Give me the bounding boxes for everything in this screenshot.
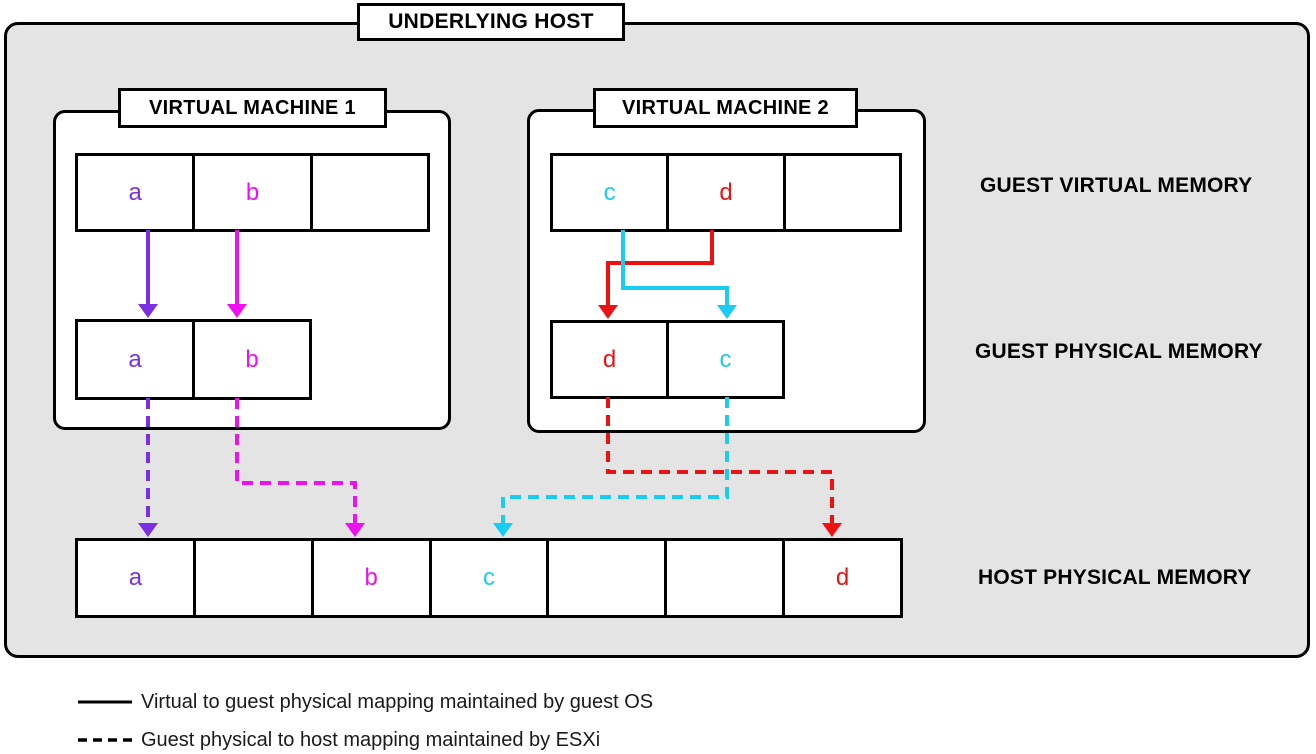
- vm1-guest-physical-row: a b: [75, 319, 312, 400]
- host-physical-row: a b c d: [75, 538, 903, 618]
- legend-dashed-line-icon: [78, 738, 132, 742]
- vm2-virtual-cell-d: d: [666, 156, 782, 229]
- underlying-host-title: UNDERLYING HOST: [357, 3, 625, 41]
- host-cell-empty-2: [546, 541, 664, 615]
- host-physical-memory-label: HOST PHYSICAL MEMORY: [978, 566, 1252, 589]
- vm2-guest-virtual-row: c d: [550, 153, 902, 232]
- guest-virtual-memory-label: GUEST VIRTUAL MEMORY: [980, 174, 1253, 197]
- host-cell-d: d: [782, 541, 900, 615]
- host-cell-empty-3: [664, 541, 782, 615]
- vm1-virtual-cell-b: b: [192, 156, 309, 229]
- vm1-guest-virtual-row: a b: [75, 153, 430, 232]
- legend-dashed-row: Guest physical to host mapping maintaine…: [78, 726, 600, 754]
- host-cell-b: b: [310, 541, 429, 615]
- vm2-physical-cell-d: d: [602, 345, 617, 373]
- vm1-physical-cell-b: b: [192, 322, 309, 397]
- host-cell-c: c: [428, 541, 547, 615]
- vm1-virtual-cell-a: a: [128, 178, 142, 206]
- vm2-virtual-cell-empty: [782, 156, 899, 229]
- legend-solid-label: Virtual to guest physical mapping mainta…: [141, 690, 654, 713]
- vm1-title: VIRTUAL MACHINE 1: [118, 88, 387, 128]
- legend-dashed-label: Guest physical to host mapping maintaine…: [141, 728, 601, 751]
- vm2-virtual-cell-c: c: [603, 178, 616, 206]
- vm1-physical-cell-a: a: [128, 345, 142, 373]
- legend-solid-line-icon: [78, 700, 132, 704]
- vm1-virtual-cell-empty: [309, 156, 427, 229]
- vm2-title: VIRTUAL MACHINE 2: [593, 88, 858, 128]
- host-cell-empty-1: [192, 541, 311, 615]
- vm2-physical-cell-c: c: [666, 323, 782, 396]
- legend-solid-row: Virtual to guest physical mapping mainta…: [78, 688, 653, 716]
- guest-physical-memory-label: GUEST PHYSICAL MEMORY: [975, 340, 1263, 363]
- vm2-guest-physical-row: d c: [550, 320, 785, 399]
- host-cell-a: a: [128, 564, 143, 591]
